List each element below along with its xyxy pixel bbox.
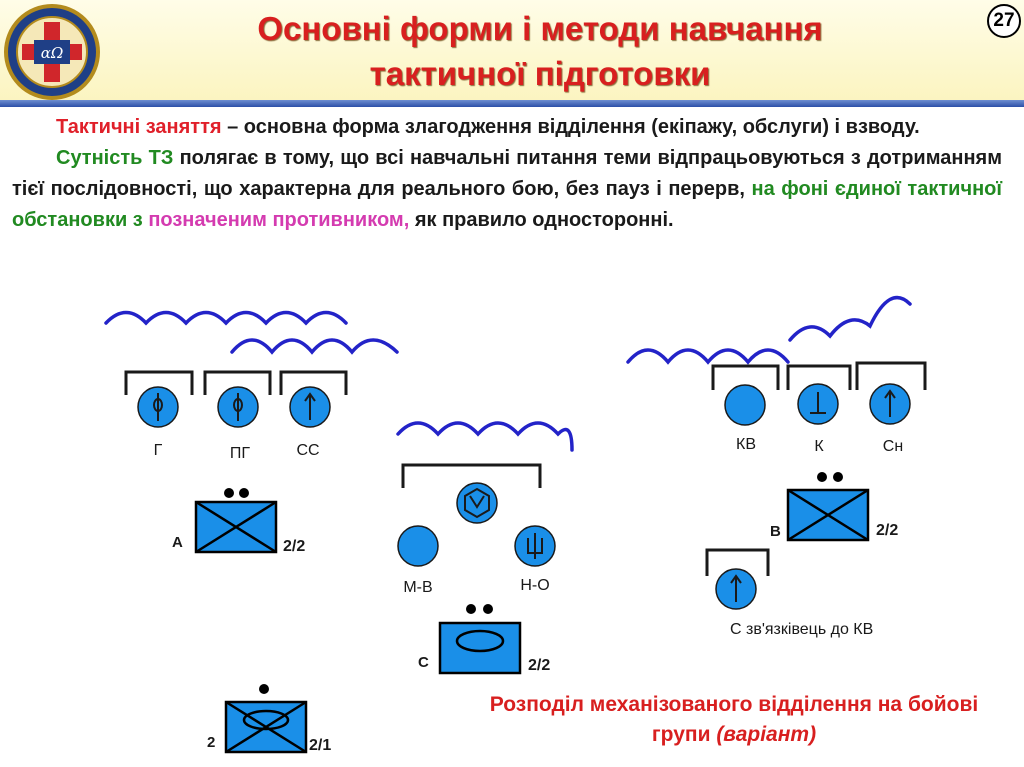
commander-hex-icon — [456, 482, 498, 524]
vehicle-2 — [224, 684, 308, 754]
vehicle-a-number: 2/2 — [283, 538, 305, 555]
bracket-ss — [279, 370, 348, 395]
label-pg: ПГ — [230, 445, 251, 462]
paragraph-2-magenta: позначеним противником, — [148, 209, 410, 231]
bracket-g — [124, 370, 194, 395]
paragraph-2-part1: полягає в тому, що всі навчальні питання… — [12, 147, 1002, 200]
bracket-sn — [855, 361, 927, 390]
bracket-center — [401, 463, 542, 488]
label-sn: Сн — [883, 438, 903, 455]
caption-variant: (варіант) — [716, 723, 817, 746]
paragraph-1-lead: Тактичні заняття — [56, 116, 222, 138]
soldier-liaison — [715, 568, 757, 610]
paragraph-1-rest: – основна форма злагодження відділення (… — [221, 116, 920, 138]
bracket-liaison — [705, 548, 770, 576]
vehicle-b-number: 2/2 — [876, 522, 898, 539]
left-arc-line-2 — [230, 338, 399, 355]
right-arc-line-2 — [788, 295, 912, 342]
slide-header — [0, 0, 1024, 104]
vehicle-2-letter: 2 — [207, 734, 215, 751]
paragraph-2-green: на фоні єдиної тактичної обстановки з — [12, 178, 1002, 231]
soldier-commander — [724, 384, 766, 426]
caption-main: Розподіл механізованого відділення на бо… — [489, 693, 979, 746]
label-liaison: С зв'язківець до КВ — [730, 621, 873, 638]
logo-text: αΩ — [41, 44, 64, 62]
soldier-machine-gunner — [397, 525, 439, 567]
page-number: 27 — [987, 4, 1021, 38]
header-rule — [0, 100, 1024, 107]
title-line-1: Основні форми і методи навчання — [257, 10, 823, 47]
vehicle-a — [194, 488, 278, 554]
center-arc-line — [396, 421, 574, 452]
paragraph-2: Сутність ТЗ полягає в тому, що всі навча… — [12, 143, 1002, 236]
paragraph-2-part2: як правило односторонні. — [409, 209, 674, 231]
right-arc-line — [626, 348, 790, 365]
vehicle-a-letter: А — [172, 534, 183, 551]
vehicle-b-letter: В — [770, 523, 781, 540]
bracket-kv — [711, 364, 780, 390]
slide-title: Основні форми і методи навчання тактично… — [110, 6, 970, 96]
label-ss: СС — [296, 442, 319, 459]
soldier-rifleman — [289, 386, 331, 428]
title-line-2: тактичної підготовки — [369, 55, 711, 92]
vehicle-2-number: 2/1 — [309, 737, 331, 754]
soldier-grenadier — [137, 386, 179, 428]
paragraph-1: Тактичні заняття – основна форма злагодж… — [12, 112, 1002, 143]
soldier-driver — [797, 383, 839, 425]
label-kv: КВ — [736, 436, 756, 453]
vehicle-b — [786, 472, 870, 542]
label-m-v: М-В — [403, 579, 432, 596]
academy-logo: αΩ — [4, 4, 100, 100]
label-k: К — [814, 438, 824, 455]
diagram-caption: Розподіл механізованого відділення на бо… — [460, 690, 1008, 750]
left-arc-line — [104, 310, 348, 326]
bracket-k — [786, 364, 852, 390]
label-g: Г — [154, 442, 163, 459]
vehicle-c-letter: С — [418, 654, 429, 671]
body-text: Тактичні заняття – основна форма злагодж… — [12, 112, 1002, 236]
vehicle-c — [438, 604, 522, 675]
paragraph-2-lead: Сутність ТЗ — [56, 147, 174, 169]
soldier-sniper — [869, 383, 911, 425]
vehicle-c-number: 2/2 — [528, 657, 550, 674]
bracket-pg — [203, 370, 272, 395]
label-n-o: Н-О — [520, 577, 549, 594]
soldier-observer — [514, 525, 556, 567]
soldier-grenadier-assistant — [217, 386, 259, 428]
